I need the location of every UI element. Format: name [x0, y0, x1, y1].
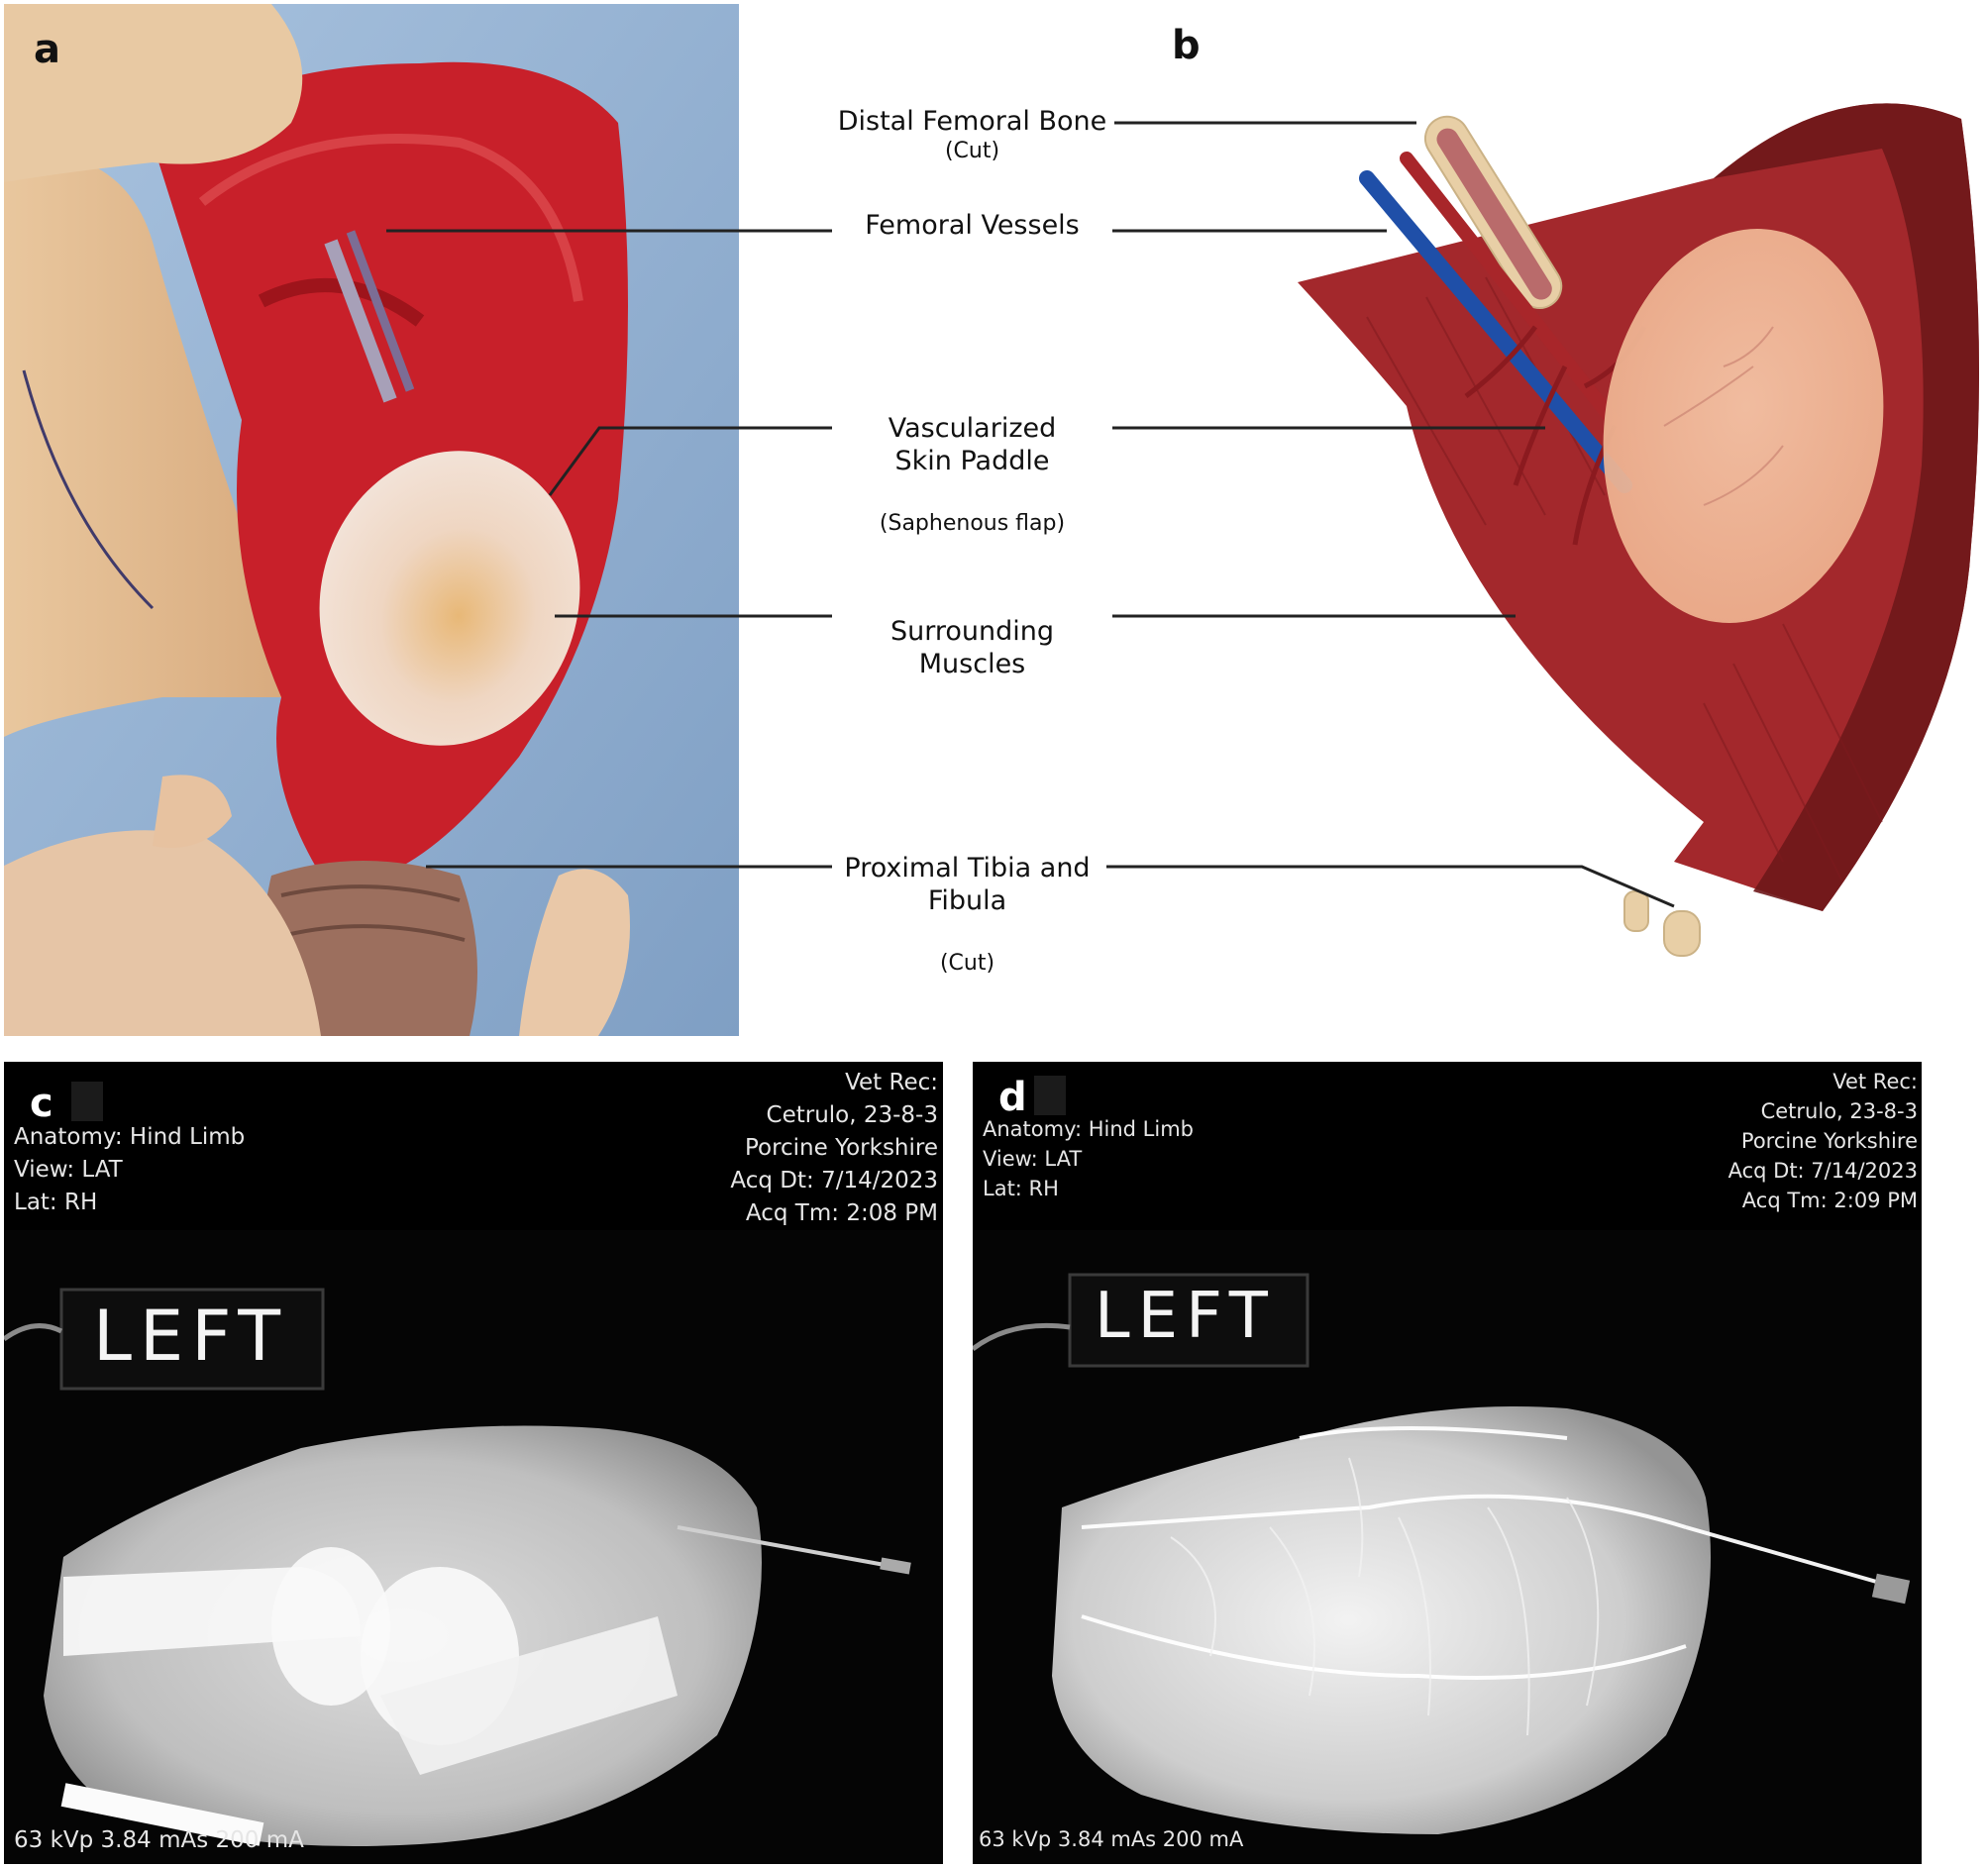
xray-d-anatomy: Anatomy: Hind Limb — [983, 1117, 1194, 1141]
panel-label-c: c — [30, 1081, 53, 1126]
panel-a-photo: a — [4, 4, 739, 1036]
femoral-vein — [1359, 170, 1632, 493]
skin-paddle — [1603, 228, 1884, 624]
limb-silhouette-d — [1052, 1406, 1711, 1834]
xray-d-species: Porcine Yorkshire — [1740, 1129, 1918, 1153]
xray-d-right-info: Vet Rec: Cetrulo, 23-8-3 Porcine Yorkshi… — [1728, 1067, 1918, 1215]
xray-d-vet-rec: Vet Rec: — [1832, 1070, 1918, 1093]
xray-c-right-info: Vet Rec: Cetrulo, 23-8-3 Porcine Yorkshi… — [730, 1067, 938, 1230]
xray-c-lat: Lat: RH — [14, 1190, 98, 1215]
panel-c-xray: c Anatomy: Hind Limb View: LAT Lat: RH V… — [4, 1062, 943, 1864]
xray-d-acq-date: Acq Dt: 7/14/2023 — [1727, 1159, 1918, 1183]
xray-c-species: Porcine Yorkshire — [744, 1135, 938, 1161]
leader-tibia-right — [1106, 865, 1675, 908]
panel-label-b: b — [1172, 23, 1201, 68]
redaction-box-c — [71, 1082, 103, 1121]
panel-label-d: d — [998, 1075, 1027, 1120]
label-proximal-tibia-fibula: Proximal Tibia and Fibula (Cut) — [844, 853, 1091, 976]
xray-c-acq-time: Acq Tm: 2:08 PM — [745, 1200, 938, 1226]
xray-d-left-info: Anatomy: Hind Limb View: LAT Lat: RH — [983, 1114, 1194, 1203]
xray-d-image — [973, 1230, 1922, 1864]
label-distal-femoral-bone: Distal Femoral Bone (Cut) — [837, 106, 1107, 163]
xray-d-view: View: LAT — [983, 1147, 1083, 1171]
xray-c-view: View: LAT — [14, 1157, 123, 1183]
surgical-photo-illustration — [4, 4, 739, 1036]
label-vascularized-skin-paddle: Vascularized Skin Paddle (Saphenous flap… — [879, 413, 1066, 536]
xray-c-patient: Cetrulo, 23-8-3 — [766, 1102, 938, 1128]
xray-c-anatomy: Anatomy: Hind Limb — [14, 1124, 246, 1150]
xray-c-image — [4, 1230, 943, 1864]
label-femoral-vessels: Femoral Vessels — [865, 210, 1080, 241]
panel-b-diagram — [1288, 69, 1988, 961]
label-surrounding-muscles: Surrounding Muscles — [889, 616, 1055, 679]
xray-c-left-info: Anatomy: Hind Limb View: LAT Lat: RH — [14, 1121, 245, 1219]
flap-schematic — [1298, 103, 1979, 957]
xray-c-left-marker: LEFT — [93, 1296, 289, 1377]
xray-c-exposure: 63 kVp 3.84 mAs 200 mA — [14, 1827, 304, 1853]
xray-c-vet-rec: Vet Rec: — [845, 1070, 938, 1095]
leader-paddle-left — [548, 426, 832, 496]
xray-d-lat: Lat: RH — [983, 1177, 1059, 1200]
xray-d-left-marker: LEFT — [1095, 1280, 1276, 1353]
leader-lines — [386, 121, 1675, 908]
distal-femoral-bone — [1423, 115, 1563, 310]
xray-d-patient: Cetrulo, 23-8-3 — [1760, 1099, 1918, 1123]
panel-label-a: a — [34, 27, 60, 72]
xray-d-acq-time: Acq Tm: 2:09 PM — [1741, 1189, 1918, 1212]
xray-d-exposure: 63 kVp 3.84 mAs 200 mA — [979, 1827, 1244, 1851]
panel-d-xray: d Anatomy: Hind Limb View: LAT Lat: RH V… — [973, 1062, 1922, 1864]
redaction-box-d — [1034, 1076, 1066, 1115]
xray-c-acq-date: Acq Dt: 7/14/2023 — [730, 1168, 938, 1193]
